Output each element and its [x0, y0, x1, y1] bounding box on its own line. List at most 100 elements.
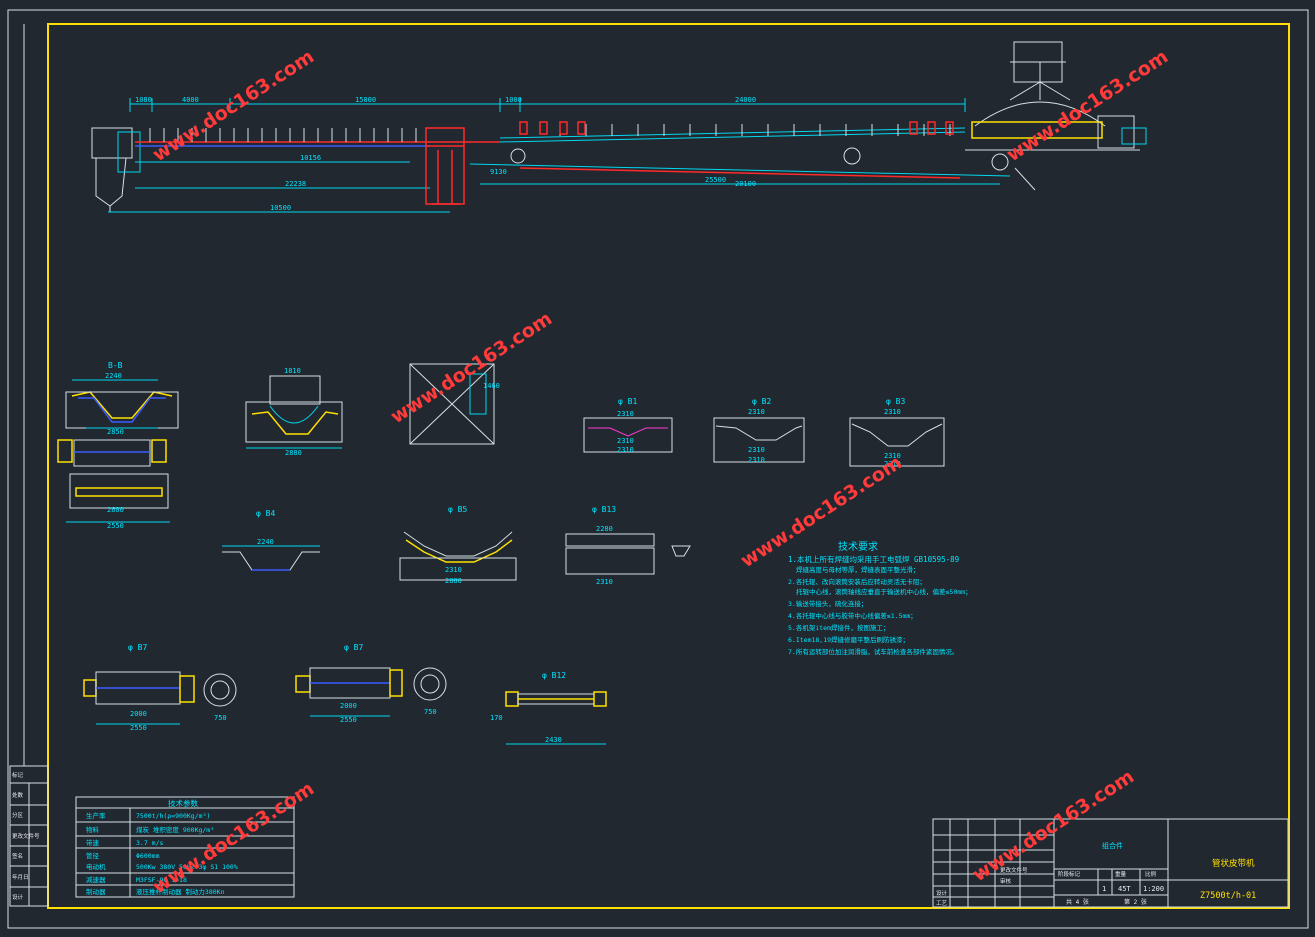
tb-design: 设计 — [936, 889, 948, 897]
drawing-number: Z7500t/h-01 — [1200, 891, 1256, 901]
section-b1: φ B1 2310 2310 2310 — [583, 397, 673, 454]
title-block — [932, 818, 1289, 908]
spec-row-0-label: 生产率 — [86, 811, 106, 820]
tb-change-no: 更改文件号 — [1000, 866, 1028, 874]
section-b13-dim-1: 2310 — [596, 578, 613, 586]
revision-row-2: 分区 — [12, 811, 24, 819]
dim-bottom-3: 20100 — [735, 180, 756, 188]
spec-table: 技术参数 — [75, 796, 295, 898]
section-b7-dim-1: 2550 — [130, 724, 147, 732]
section-b5-label: φ B5 — [448, 505, 467, 514]
section-b7-label: φ B7 — [128, 643, 147, 652]
spec-row-2-value: 3.7 m/s — [136, 839, 163, 847]
section-bb-dim-1: 2850 — [107, 428, 124, 436]
tb-review: 审核 — [1000, 877, 1012, 885]
section-b8-label: φ B7 — [344, 643, 363, 652]
spec-row-1-label: 物料 — [86, 825, 100, 834]
section-b13-dim-0: 2280 — [596, 525, 613, 533]
red-idlers — [519, 121, 954, 135]
spec-row-4-value: 500Kw 380V 50HZ 3φ S1 100% — [136, 863, 238, 871]
section-3: 1460 — [409, 363, 500, 445]
spec-row-6-value: 液压推杆制动器 制动力380Kn — [136, 887, 225, 896]
left-margin-strip — [9, 24, 49, 907]
section-b3: φ B3 2310 2310 2310 — [849, 397, 945, 468]
section-b7-dim-2: 750 — [214, 714, 227, 722]
carrying-idlers — [149, 124, 951, 142]
col-header-stage: 阶段标记 — [1058, 870, 1081, 878]
section-b5: φ B5 2310 2880 — [399, 505, 517, 585]
tech-item-7: 6.Item18,19焊缝修磨平整后刷防锈漆； — [788, 635, 909, 644]
outer-border — [7, 9, 1309, 929]
tech-item-1: 焊缝高度与母材等厚，焊缝表面平整光滑； — [796, 565, 920, 574]
dim-mid-1: 9130 — [490, 168, 507, 176]
section-bb-dim-3: 2550 — [107, 522, 124, 530]
quantity-cell: 1 — [1102, 885, 1106, 893]
col-header-weight: 重量 — [1115, 870, 1127, 878]
tech-requirements: 技术要求 1.本机上所有焊缝均采用手工电弧焊 GB10595-89 焊缝高度与母… — [788, 540, 972, 656]
watermark-0: www.doc163.com — [149, 46, 318, 167]
dim-top-3: 1000 — [505, 96, 522, 104]
section-b3-dim-2: 2310 — [884, 460, 901, 468]
revision-row-0: 标记 — [12, 771, 24, 779]
conveyor-elevation — [91, 41, 1147, 213]
red-idler-marker — [519, 121, 528, 135]
watermark-2: www.doc163.com — [387, 308, 556, 429]
section-b3-label: φ B3 — [886, 397, 905, 406]
revision-row-4: 签名 — [12, 852, 23, 860]
watermark-5: www.doc163.com — [969, 766, 1138, 887]
section-b5-dim-0: 2310 — [445, 566, 462, 574]
material-cell: 45T — [1118, 885, 1131, 893]
revision-row-1: 处数 — [12, 791, 24, 799]
section-b8: φ B7 2000 2550 750 — [295, 643, 447, 724]
dim-bottom-0: 22238 — [285, 180, 306, 188]
dim-mid-0: 10156 — [300, 154, 321, 162]
assembly-label: 组合件 — [1102, 841, 1123, 850]
spec-table-rows: 生产率 7500t/h(ρ=900Kg/m³) 物料 煤炭 堆积密度 900Kg… — [86, 811, 238, 896]
spec-row-0-value: 7500t/h(ρ=900Kg/m³) — [136, 812, 210, 820]
tech-item-6: 5.各机架item焊接件，按图施工； — [788, 623, 889, 632]
total-sheets: 共 4 张 — [1066, 898, 1089, 906]
section-b3-dim-0: 2310 — [884, 408, 901, 416]
section-b4-dim-0: 2240 — [257, 538, 274, 546]
red-idler-marker — [577, 121, 586, 135]
section-b2-label: φ B2 — [752, 397, 771, 406]
dim-top-2: 15000 — [355, 96, 376, 104]
section-b13: φ B13 2280 2310 — [565, 505, 691, 586]
section-b4: φ B4 2240 — [222, 509, 320, 571]
tech-item-3: 托辊中心线，滚筒轴线应垂直于输送机中心线，偏差≤50mm； — [796, 587, 972, 596]
section-b12-label: φ B12 — [542, 671, 566, 680]
dim-top-0: 1080 — [135, 96, 152, 104]
tech-item-8: 7.所有运转部位加注润滑脂，试车前检查各部件紧固情况。 — [788, 647, 958, 656]
section-b12-dim-0: 2430 — [545, 736, 562, 744]
section-b8-dim-0: 2000 — [340, 702, 357, 710]
tech-requirements-title: 技术要求 — [838, 540, 878, 553]
title-block-text: 组合件 管状皮带机 Z7500t/h-01 阶段标记 重量 比例 1 45T 1… — [936, 841, 1256, 907]
watermarks: www.doc163.com www.doc163.com www.doc163… — [149, 46, 1172, 899]
revision-row-6: 设计 — [12, 893, 24, 901]
spec-row-5-value: M3FSF-90 i=18 — [136, 876, 187, 884]
section-2-dim-0: 1810 — [284, 367, 301, 375]
section-bb: B-B 2240 2850 2600 2550 — [57, 361, 179, 530]
inner-frame — [47, 23, 1290, 909]
drawing-name: 管状皮带机 — [1212, 858, 1255, 869]
spec-row-6-label: 制动器 — [86, 887, 106, 896]
dim-bottom-2: 25500 — [705, 176, 726, 184]
section-b1-label: φ B1 — [618, 397, 637, 406]
red-idler-marker — [539, 121, 548, 135]
tech-item-4: 3.输送带接头，硫化连接； — [788, 599, 867, 608]
section-b4-label: φ B4 — [256, 509, 275, 518]
dim-top-1: 4000 — [182, 96, 199, 104]
scale-cell: 1:200 — [1143, 885, 1164, 893]
section-bb-dim-0: 2240 — [105, 372, 122, 380]
red-idler-marker — [927, 121, 936, 135]
revision-row-5: 年月日 — [12, 873, 29, 881]
tb-process: 工艺 — [936, 900, 948, 907]
spec-row-3-label: 管径 — [86, 851, 100, 860]
section-b12: φ B12 2430 170 — [490, 671, 607, 745]
section-b8-dim-2: 750 — [424, 708, 437, 716]
section-b7-dim-0: 2000 — [130, 710, 147, 718]
watermark-4: www.doc163.com — [149, 778, 318, 899]
spec-row-4-label: 电动机 — [86, 862, 106, 871]
section-b1-dim-0: 2310 — [617, 410, 634, 418]
